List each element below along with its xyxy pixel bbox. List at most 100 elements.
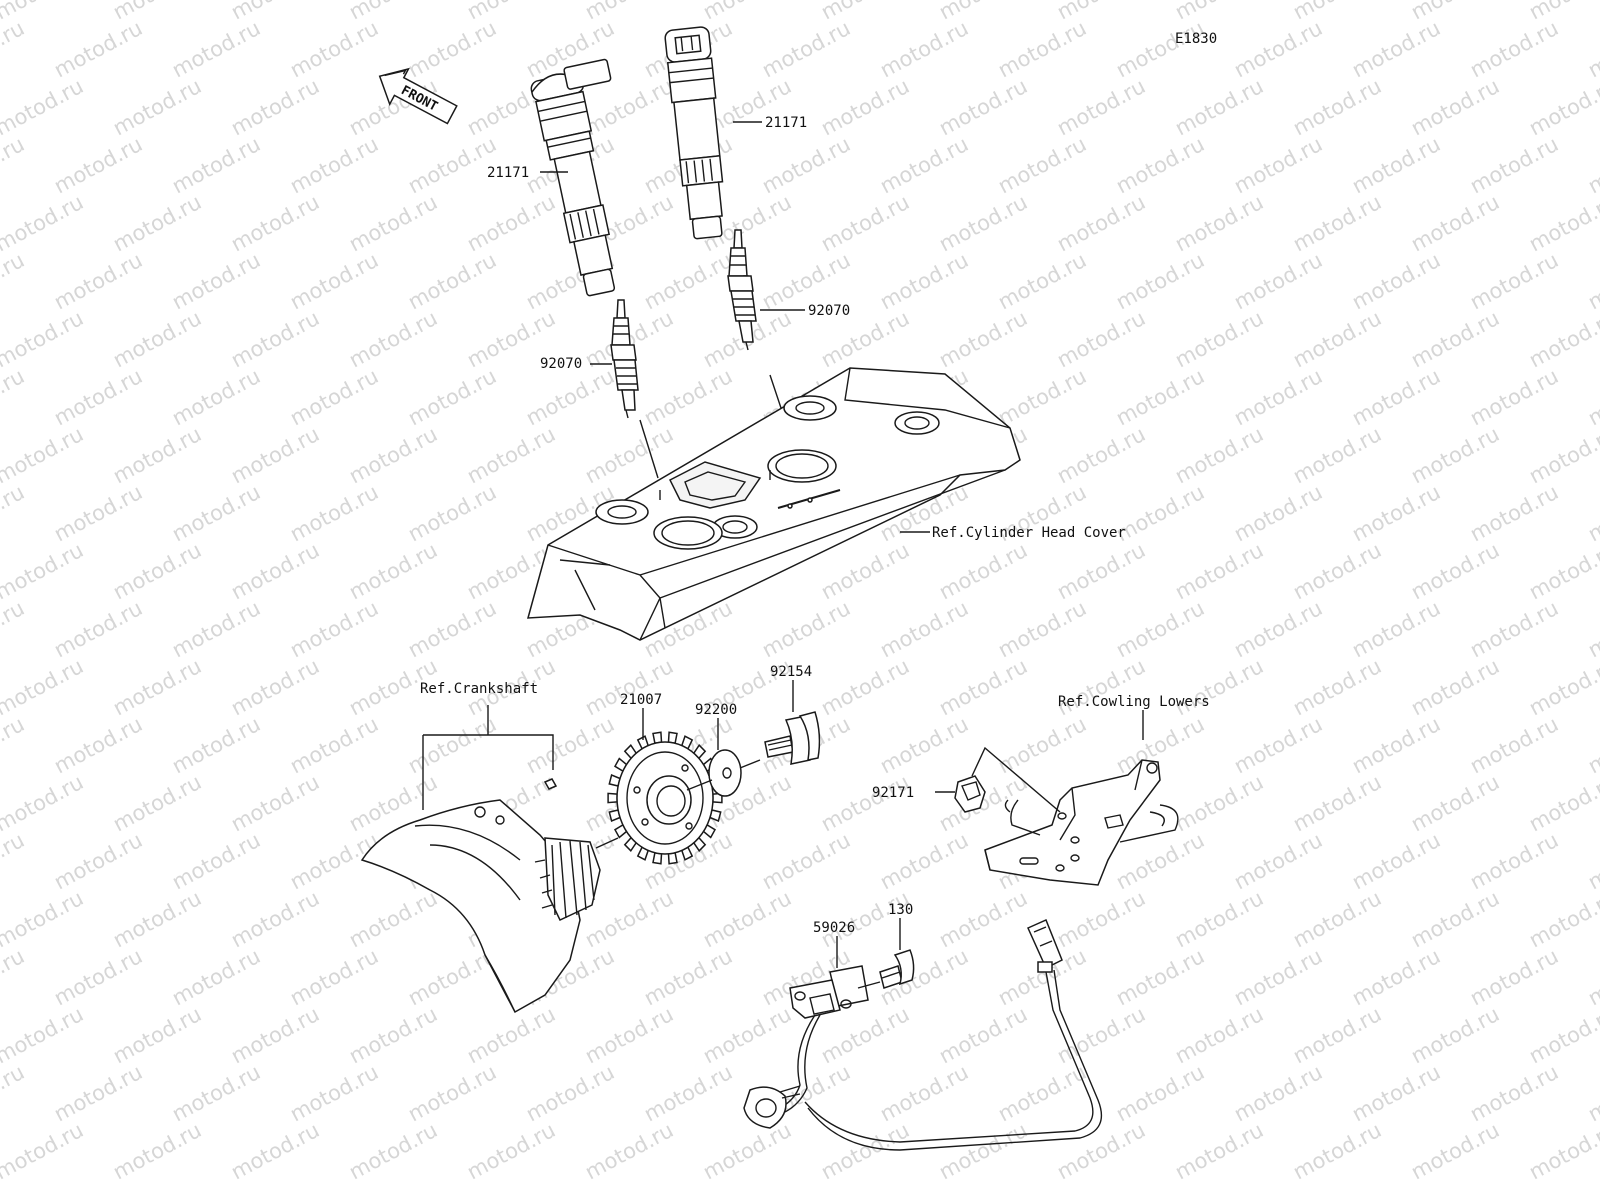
watermark-text: motod.ru (0, 712, 28, 778)
watermark-text: motod.ru (0, 480, 28, 546)
watermark-text: motod.ru (699, 886, 795, 952)
watermark-text: motod.ru (404, 16, 500, 82)
watermark-text: motod.ru (1348, 364, 1444, 430)
watermark-text: motod.ru (1348, 712, 1444, 778)
watermark-text: motod.ru (227, 770, 323, 836)
pickup-bolt[interactable] (879, 949, 915, 989)
watermark-text: motod.ru (404, 132, 500, 198)
watermark-text: motod.ru (0, 306, 87, 372)
watermark-text: motod.ru (581, 886, 677, 952)
label-rotor[interactable]: 21007 (620, 692, 662, 708)
diagram-code: E1830 (1175, 31, 1217, 47)
watermark-text: motod.ru (345, 1002, 441, 1068)
watermark-text: motod.ru (286, 480, 382, 546)
watermark-text: motod.ru (1112, 596, 1208, 662)
watermark-text: motod.ru (227, 306, 323, 372)
pickup-coil[interactable] (743, 918, 1103, 1151)
watermark-text: motod.ru (1407, 770, 1503, 836)
watermark-text: motod.ru (817, 1118, 913, 1184)
watermark-text: motod.ru (1407, 0, 1503, 24)
watermark-text: motod.ru (0, 132, 28, 198)
watermark-text: motod.ru (463, 190, 559, 256)
watermark-text: motod.ru (227, 1002, 323, 1068)
watermark-text: motod.ru (1171, 422, 1267, 488)
cylinder-head-cover[interactable] (527, 367, 1021, 641)
watermark-text: motod.ru (404, 596, 500, 662)
watermark-text: motod.ru (935, 74, 1031, 140)
label-crankshaft[interactable]: Ref.Crankshaft (420, 681, 538, 697)
crankshaft[interactable] (360, 778, 601, 1014)
watermark-text: motod.ru (109, 770, 205, 836)
watermark-text: motod.ru (1466, 16, 1562, 82)
watermark-text: motod.ru (0, 1060, 28, 1126)
label-plug-right[interactable]: 92070 (808, 303, 850, 319)
ignition-coil-left[interactable] (528, 58, 654, 299)
watermark-text: motod.ru (699, 1002, 795, 1068)
watermark-text: motod.ru (286, 16, 382, 82)
watermark-text: motod.ru (581, 654, 677, 720)
watermark-text: motod.ru (227, 0, 323, 24)
spark-plug-right[interactable] (727, 229, 757, 351)
label-plug-left[interactable]: 92070 (540, 356, 582, 372)
watermark-text: motod.ru (1171, 538, 1267, 604)
ignition-coil-right[interactable] (664, 26, 730, 240)
watermark-text: motod.ru (935, 1002, 1031, 1068)
label-coil-right[interactable]: 21171 (765, 115, 807, 131)
watermark-text: motod.ru (1230, 132, 1326, 198)
watermark-text: motod.ru (935, 1118, 1031, 1184)
watermark-text: motod.ru (50, 16, 146, 82)
watermark-text: motod.ru (0, 538, 87, 604)
watermark-text: motod.ru (50, 364, 146, 430)
label-rotor-bolt[interactable]: 92154 (770, 664, 812, 680)
watermark-text: motod.ru (109, 190, 205, 256)
washer[interactable] (708, 749, 742, 797)
watermark-text: motod.ru (1289, 74, 1385, 140)
watermark-text: motod.ru (404, 364, 500, 430)
watermark-text: motod.ru (168, 364, 264, 430)
watermark-text: motod.ru (227, 422, 323, 488)
cowling-bracket[interactable] (984, 759, 1179, 886)
label-head-cover[interactable]: Ref.Cylinder Head Cover (932, 525, 1126, 541)
label-washer[interactable]: 92200 (695, 702, 737, 718)
watermark-text: motod.ru (463, 1002, 559, 1068)
label-pickup[interactable]: 59026 (813, 920, 855, 936)
watermark-text: motod.ru (522, 364, 618, 430)
watermark-text: motod.ru (1230, 596, 1326, 662)
leader-grommet-install (971, 746, 1061, 813)
watermark-text: motod.ru (758, 132, 854, 198)
label-grommet[interactable]: 92171 (872, 785, 914, 801)
watermark-text: motod.ru (935, 654, 1031, 720)
watermark-text: motod.ru (876, 596, 972, 662)
watermark-text: motod.ru (1584, 364, 1600, 430)
watermark-text: motod.ru (1053, 1118, 1149, 1184)
timing-rotor[interactable] (607, 731, 723, 865)
label-pickup-bolt[interactable]: 130 (888, 902, 913, 918)
watermark-text: motod.ru (1171, 306, 1267, 372)
watermark-text: motod.ru (994, 364, 1090, 430)
watermark-text: motod.ru (1525, 422, 1600, 488)
watermark-text: motod.ru (1348, 944, 1444, 1010)
label-cowling[interactable]: Ref.Cowling Lowers (1058, 694, 1210, 710)
label-coil-left[interactable]: 21171 (487, 165, 529, 181)
watermark-text: motod.ru (1466, 248, 1562, 314)
grommet[interactable] (954, 775, 986, 813)
watermark-text: motod.ru (758, 596, 854, 662)
watermark-text: motod.ru (1112, 480, 1208, 546)
watermark-text: motod.ru (1053, 1002, 1149, 1068)
watermark-text: motod.ru (640, 364, 736, 430)
watermark-text: motod.ru (1584, 944, 1600, 1010)
watermark-text: motod.ru (345, 538, 441, 604)
watermark-text: motod.ru (581, 1118, 677, 1184)
watermark-text: motod.ru (1112, 944, 1208, 1010)
rotor-bolt[interactable] (764, 711, 821, 765)
watermark-text: motod.ru (1407, 1002, 1503, 1068)
watermark-text: motod.ru (994, 1060, 1090, 1126)
watermark-text: motod.ru (522, 712, 618, 778)
watermark-text: motod.ru (1466, 1060, 1562, 1126)
watermark-text: motod.ru (1053, 190, 1149, 256)
watermark-text: motod.ru (1525, 74, 1600, 140)
spark-plug-left[interactable] (610, 299, 639, 419)
watermark-text: motod.ru (1053, 0, 1149, 24)
watermark-text: motod.ru (1407, 422, 1503, 488)
watermark-text: motod.ru (1525, 770, 1600, 836)
